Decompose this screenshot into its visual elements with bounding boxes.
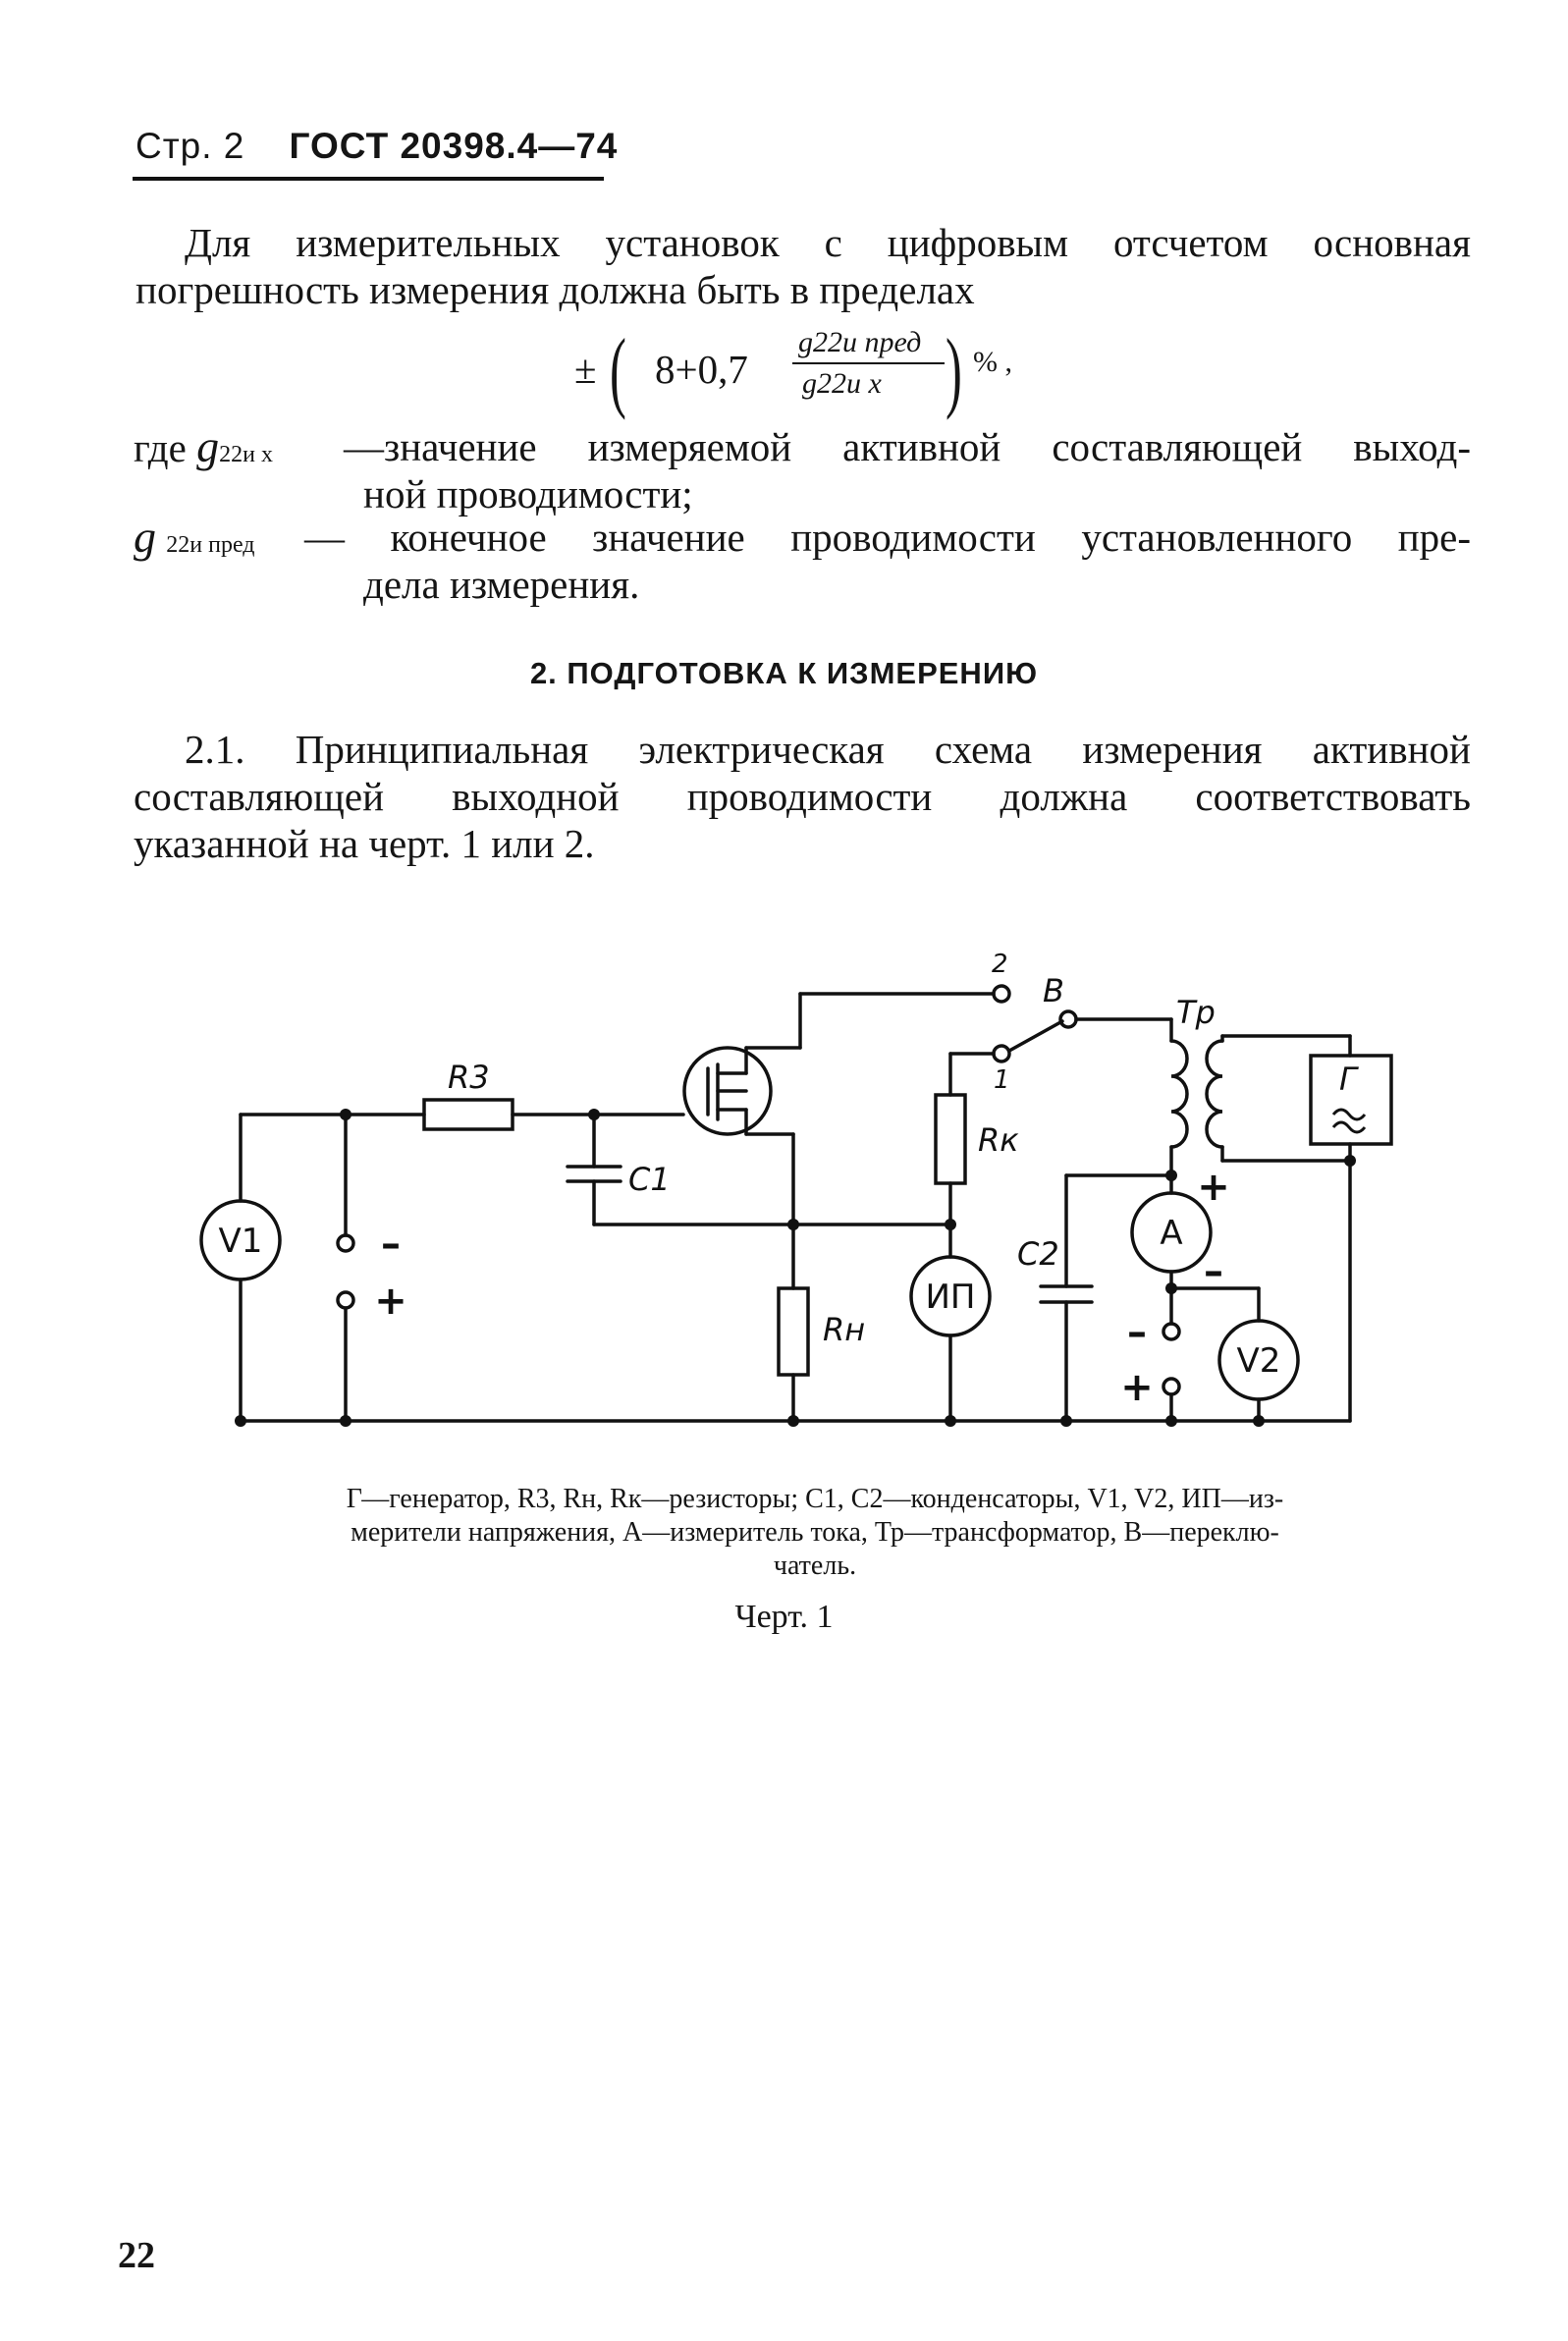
caption-line-1: Г—генератор, R3, Rн, Rк—резисторы; C1, C… xyxy=(346,1484,1284,1514)
label-a-minus: – xyxy=(1204,1249,1223,1294)
transistor xyxy=(682,1046,773,1136)
formula-numerator: g22и пред xyxy=(798,326,922,358)
label-term-1: 1 xyxy=(994,1065,1010,1095)
figure-label: Черт. 1 xyxy=(734,1599,834,1635)
para-2-1-line-3: указанной на черт. 1 или 2. xyxy=(134,821,595,866)
label-minus-1: – xyxy=(381,1222,401,1267)
fraction-bar xyxy=(792,362,945,364)
caption-line-2: мерители напряжения, A—измеритель тока, … xyxy=(351,1517,1279,1548)
para-2-1-line-1: 2.1. Принципиальная электрическая схема … xyxy=(185,727,1471,772)
figure-caption: Г—генератор, R3, Rн, Rк—резисторы; C1, C… xyxy=(196,1483,1433,1583)
label-switch: B xyxy=(1043,972,1064,1009)
definition-1-line-1: —значение измеряемой активной составляющ… xyxy=(344,424,1471,469)
r3-resistor xyxy=(422,1098,514,1131)
page-label: Стр. 2 xyxy=(135,126,245,166)
rn-resistor xyxy=(777,1286,810,1377)
label-tr: Тр xyxy=(1176,994,1216,1031)
formula-expression: 8+0,7 xyxy=(655,347,748,392)
label-plus-1: + xyxy=(374,1279,407,1324)
rk-resistor xyxy=(934,1093,967,1185)
header-rule xyxy=(133,177,604,181)
definition-1-term: где g22и x xyxy=(134,421,273,471)
label-a: A xyxy=(1160,1214,1182,1253)
label-minus-2: – xyxy=(1127,1310,1147,1355)
caption-line-3: чатель. xyxy=(773,1551,857,1581)
formula-percent: % , xyxy=(973,346,1012,378)
transformer-primary xyxy=(1169,1039,1189,1149)
label-gen: Г xyxy=(1339,1061,1359,1098)
terminal-1 xyxy=(992,1044,1011,1063)
generator-wave-icon xyxy=(1331,1108,1367,1134)
formula-left-paren: ( xyxy=(610,320,626,420)
transformer-secondary xyxy=(1205,1039,1224,1149)
terminal-plus-2 xyxy=(1162,1377,1181,1396)
label-c1: C1 xyxy=(628,1161,671,1198)
label-rk: Rк xyxy=(978,1121,1019,1159)
page-number: 22 xyxy=(118,2235,155,2276)
v1-meter xyxy=(199,1199,282,1281)
label-v1: V1 xyxy=(219,1222,263,1261)
definition-2-term: g 22и пред xyxy=(134,512,255,562)
switch-blade xyxy=(1007,1019,1064,1053)
label-v2: V2 xyxy=(1237,1341,1281,1381)
definition-1-line-2: ной проводимости; xyxy=(363,471,693,517)
label-a-plus: + xyxy=(1197,1165,1230,1210)
section-heading: 2. ПОДГОТОВКА К ИЗМЕРЕНИЮ xyxy=(529,656,1039,690)
definition-2-line-1: — конечное значение проводимости установ… xyxy=(304,515,1471,560)
label-ip: ИП xyxy=(926,1278,976,1317)
para-2-1-line-2: составляющей выходной проводимости должн… xyxy=(134,774,1471,819)
label-r3: R3 xyxy=(448,1059,490,1096)
label-plus-2: + xyxy=(1120,1365,1154,1410)
formula-plus-minus: ± xyxy=(574,347,597,392)
formula-right-paren: ) xyxy=(946,320,962,420)
terminal-minus-1 xyxy=(336,1233,355,1253)
circuit-diagram: R3 C1 Rк Rн C2 Тр B 2 1 Г V1 ИП A V2 – +… xyxy=(199,950,1393,1427)
terminal-minus-2 xyxy=(1162,1322,1181,1341)
label-rn: Rн xyxy=(823,1311,865,1348)
intro-line-1: Для измерительных установок с цифровым о… xyxy=(185,220,1471,265)
intro-line-2: погрешность измерения должна быть в пред… xyxy=(135,267,975,312)
switch-pivot xyxy=(1058,1009,1078,1029)
standard-number: ГОСТ 20398.4—74 xyxy=(289,126,619,166)
formula-denominator: g22и x xyxy=(802,367,882,400)
label-c2: C2 xyxy=(1017,1235,1059,1273)
terminal-plus-1 xyxy=(336,1290,355,1310)
page-header: Стр. 2 ГОСТ 20398.4—74 xyxy=(135,126,618,167)
label-term-2: 2 xyxy=(992,950,1008,979)
definition-2-line-2: дела измерения. xyxy=(363,562,640,607)
terminal-2 xyxy=(992,984,1011,1004)
error-formula: ± ( 8+0,7 g22и пред g22и x ) % , xyxy=(574,320,1036,422)
